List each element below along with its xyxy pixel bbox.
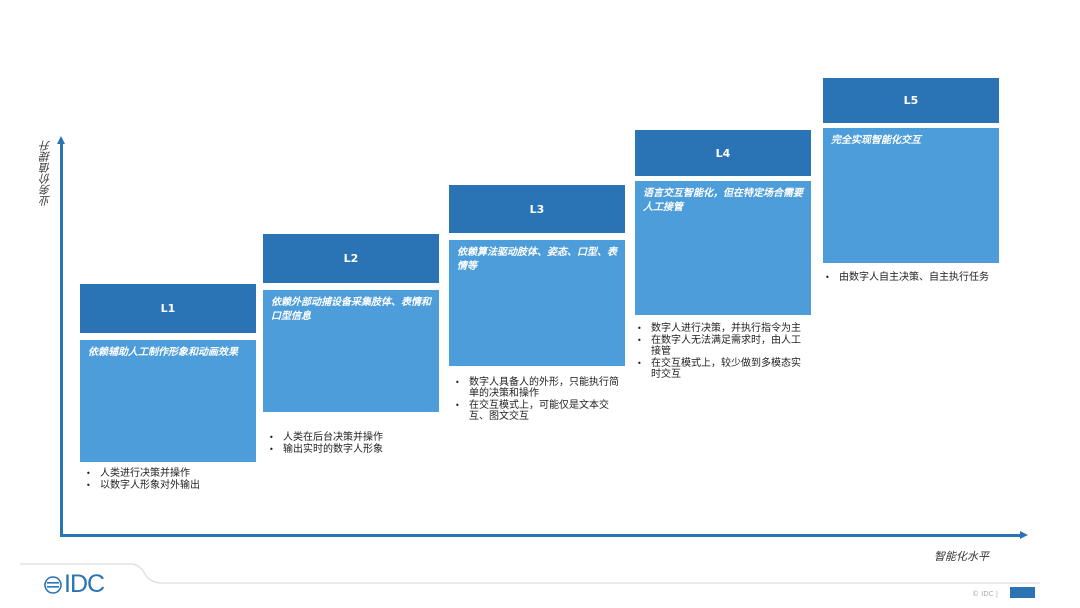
- level-l2-bullets: 人类在后台决策并操作 输出实时的数字人形象: [263, 432, 439, 456]
- level-l5-description: 完全实现智能化交互: [823, 128, 999, 263]
- bullet-item: 输出实时的数字人形象: [263, 444, 439, 455]
- copyright: © IDC |: [972, 590, 999, 598]
- bullet-item: 数字人具备人的外形，只能执行简单的决策和操作: [449, 377, 621, 399]
- y-axis: [60, 142, 63, 537]
- idc-logo-text: IDC: [64, 570, 105, 598]
- x-axis: [60, 534, 1022, 537]
- idc-logo: IDC: [44, 570, 105, 599]
- level-l5-header: L5: [823, 78, 999, 123]
- level-l3-description: 依赖算法驱动肢体、姿态、口型、表情等: [449, 240, 625, 366]
- level-l4-bullets: 数字人进行决策，并执行指令为主 在数字人无法满足需求时，由人工接管 在交互模式上…: [631, 323, 807, 381]
- footer-page-block: [1010, 587, 1035, 598]
- bullet-item: 由数字人自主决策、自主执行任务: [819, 272, 995, 283]
- y-axis-arrow-icon: [57, 136, 65, 144]
- x-axis-arrow-icon: [1020, 531, 1028, 539]
- level-l3-header: L3: [449, 185, 625, 233]
- bullet-item: 人类进行决策并操作: [80, 468, 256, 479]
- y-axis-label: 业务价值提升: [39, 140, 52, 206]
- idc-globe-icon: [44, 575, 62, 594]
- level-l5-bullets: 由数字人自主决策、自主执行任务: [819, 272, 995, 284]
- bullet-item: 在交互模式上，较少做到多模态实时交互: [631, 358, 807, 380]
- level-l1-header: L1: [80, 284, 256, 333]
- bullet-item: 以数字人形象对外输出: [80, 480, 256, 491]
- bullet-item: 人类在后台决策并操作: [263, 432, 439, 443]
- level-l2-description: 依赖外部动捕设备采集肢体、表情和口型信息: [263, 290, 439, 412]
- bullet-item: 在交互模式上，可能仅是文本交互、图文交互: [449, 400, 621, 422]
- bullet-item: 在数字人无法满足需求时，由人工接管: [631, 335, 807, 357]
- level-l1-description: 依赖辅助人工制作形象和动画效果: [80, 340, 256, 462]
- level-l4-description: 语言交互智能化，但在特定场合需要人工接管: [635, 181, 811, 315]
- level-l2-header: L2: [263, 234, 439, 283]
- x-axis-label: 智能化水平: [934, 550, 989, 563]
- level-l4-header: L4: [635, 130, 811, 176]
- footer-divider: [20, 563, 1040, 584]
- level-l3-bullets: 数字人具备人的外形，只能执行简单的决策和操作 在交互模式上，可能仅是文本交互、图…: [449, 377, 621, 423]
- level-l1-bullets: 人类进行决策并操作 以数字人形象对外输出: [80, 468, 256, 492]
- bullet-item: 数字人进行决策，并执行指令为主: [631, 323, 807, 334]
